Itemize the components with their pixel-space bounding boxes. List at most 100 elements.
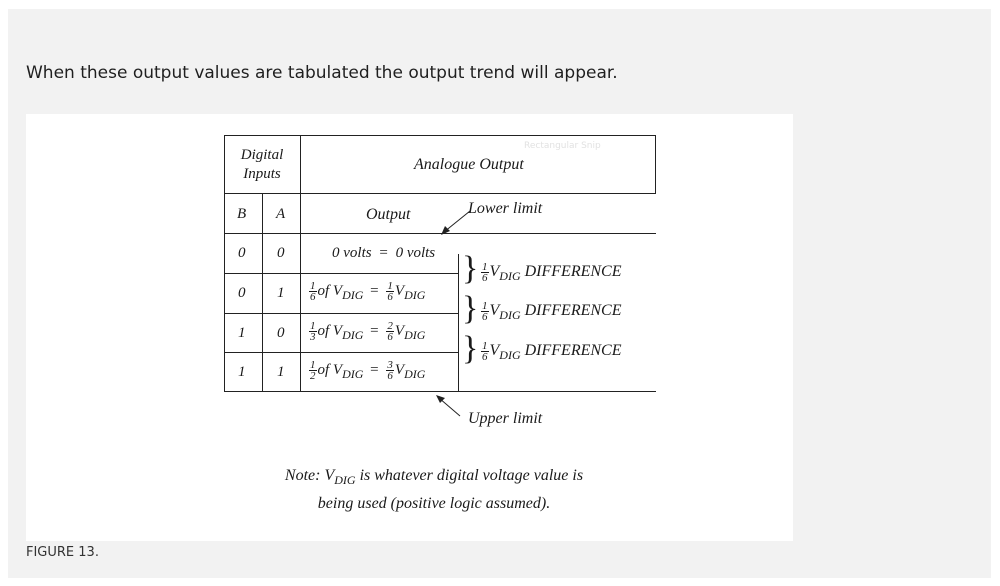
difference-1-sub: DIG [499,269,521,284]
arrow-upper-limit [436,395,461,417]
difference-1-label: DIFFERENCE [524,263,622,281]
header-col-a: A [276,206,286,222]
row4-equals: = [370,361,379,378]
row3-right-den: 6 [387,331,393,343]
table-border-right [655,135,656,193]
table-header-divider-1 [224,193,656,194]
row1-b: 0 [238,245,246,261]
table-border-left [224,135,225,392]
difference-1-den: 6 [482,272,488,284]
row4-right-den: 6 [387,370,393,382]
difference-2-num: 1 [481,300,489,312]
row2-right-den: 6 [387,291,393,303]
table-header-divider-2 [224,233,656,234]
difference-3-v: V [489,342,500,360]
row2-right-num: 1 [386,280,394,292]
table-row-divider-1 [224,273,459,274]
row2-equals: = [370,282,379,299]
header-col-b: B [237,206,247,222]
table-row-divider-3 [224,352,459,353]
row3-right-v: V [394,322,405,339]
row2-left-sub: DIG [342,287,364,302]
difference-3-den: 6 [482,351,488,363]
brace-3: } [462,330,479,367]
difference-3-label: DIFFERENCE [524,342,622,360]
row1-a: 0 [277,245,285,261]
row4-left-sub: DIG [342,366,364,381]
difference-3-sub: DIG [499,348,521,363]
snip-watermark: Rectangular Snip [524,141,601,151]
table-border-bottom [224,391,656,392]
note-line-2: being used (positive logic assumed). [317,495,551,512]
figure-caption: FIGURE 13. [26,545,99,560]
figure-image: Rectangular Snip Digital Inputs Analogue… [26,114,793,541]
header-analogue-output: Analogue Output [414,156,524,173]
note-line1-rest: is whatever digital voltage value is [355,467,584,484]
table-row-divider-2 [224,313,459,314]
row4-left-den: 2 [310,370,316,382]
row1-right-value: 0 volts [395,245,436,261]
table-col-divider-main [300,135,301,392]
row2-left-den: 6 [310,291,316,303]
intro-text: When these output values are tabulated t… [26,63,618,83]
note-prefix: Note: V [284,467,335,484]
upper-limit-label: Upper limit [468,410,543,427]
header-output: Output [366,206,411,223]
row3-right-num: 2 [386,320,394,332]
row4-a: 1 [277,364,285,380]
row1-left-value: 0 volts [332,245,372,261]
difference-2-den: 6 [482,311,488,323]
row3-left-num: 1 [309,320,317,332]
row1-equals: = [379,245,388,261]
difference-3-num: 1 [481,340,489,352]
row3-equals: = [370,322,379,339]
difference-2-sub: DIG [499,308,521,323]
brace-1: } [462,250,479,287]
figure-note: Note: VDIG is whatever digital voltage v… [268,464,600,516]
row4-left-of: of V [317,361,343,378]
row3-left-den: 3 [310,331,316,343]
header-digital-line1: Digital [240,147,284,163]
header-digital-line2: Inputs [243,166,281,182]
row2-b: 0 [238,285,246,301]
row1-output: 0 volts = 0 volts [332,245,435,262]
row3-a: 0 [277,325,285,341]
lower-limit-label: Lower limit [468,200,543,217]
header-digital-inputs: Digital Inputs [232,146,292,184]
row4-right-num: 3 [386,359,394,371]
table-border-top [224,135,656,136]
row3-b: 1 [238,325,246,341]
difference-1-num: 1 [481,261,489,273]
row2-right-sub: DIG [404,287,426,302]
row2-a: 1 [277,285,285,301]
table-rows-right-border [458,254,459,392]
row2-left-num: 1 [309,280,317,292]
row2-left-of: of V [317,282,343,299]
row3-left-sub: DIG [342,327,364,342]
brace-2: } [462,290,479,327]
row2-right-v: V [394,282,405,299]
difference-2-label: DIFFERENCE [524,302,622,320]
row4-b: 1 [238,364,246,380]
row4-right-sub: DIG [404,366,426,381]
row3-left-of: of V [317,322,343,339]
arrow-lower-limit [441,210,471,235]
note-line-1: Note: VDIG is whatever digital voltage v… [268,464,600,492]
difference-2-v: V [489,302,500,320]
row4-right-v: V [394,361,405,378]
